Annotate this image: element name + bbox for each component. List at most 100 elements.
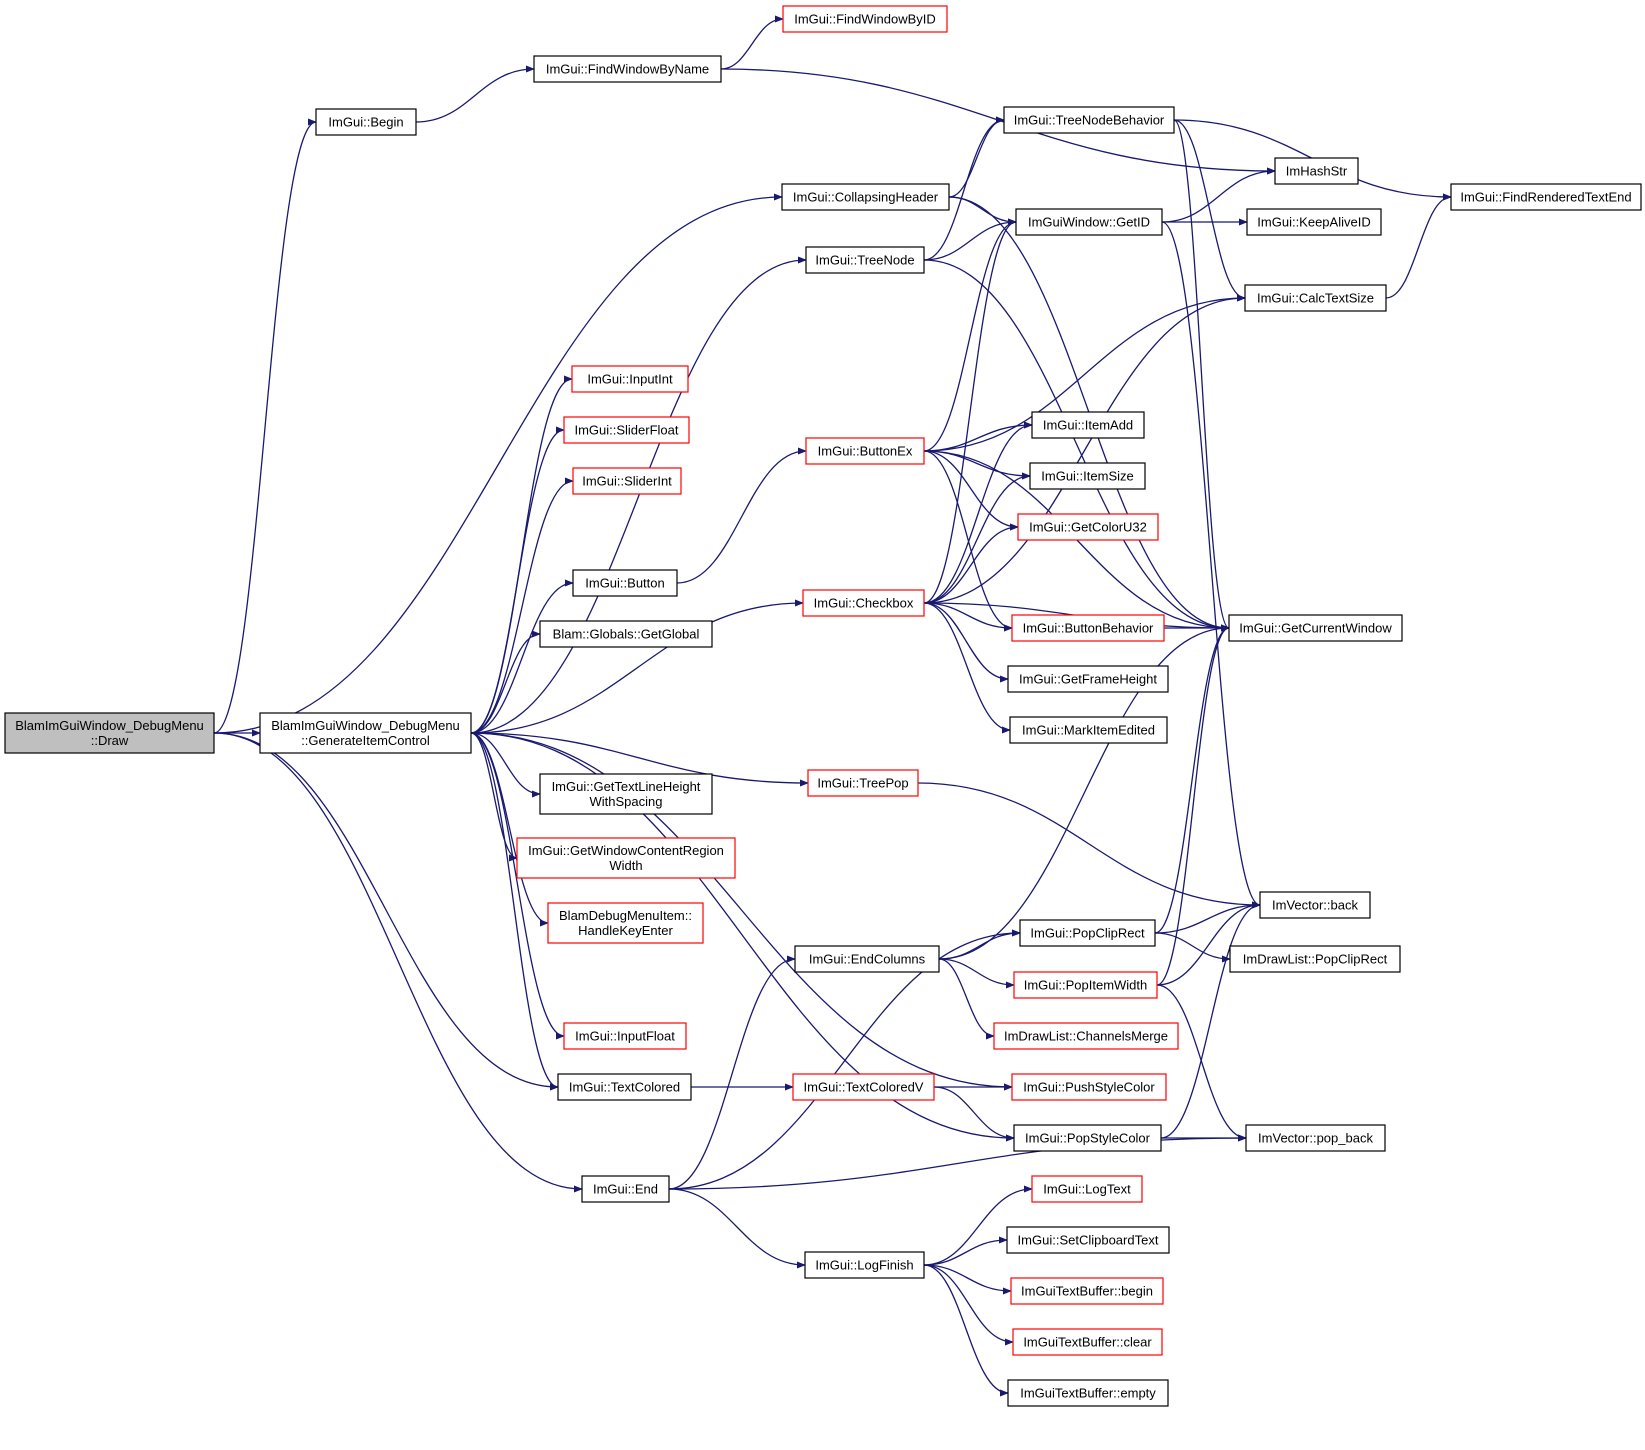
node-findrendered[interactable]: ImGui::FindRenderedTextEnd	[1450, 183, 1642, 211]
node-markedited[interactable]: ImGui::MarkItemEdited	[1009, 716, 1168, 744]
node-textcolored[interactable]: ImGui::TextColored	[557, 1073, 692, 1101]
edge-line	[923, 602, 1013, 632]
node-label: Width	[609, 858, 642, 873]
node-box	[792, 1073, 935, 1101]
node-tbempty[interactable]: ImGuiTextBuffer::empty	[1007, 1379, 1169, 1407]
edge-line	[213, 193, 783, 734]
node-buttonex[interactable]: ImGui::ButtonEx	[805, 437, 925, 465]
node-hashstr[interactable]: ImHashStr	[1274, 157, 1359, 185]
node-pushstyle[interactable]: ImGui::PushStyleColor	[1011, 1073, 1167, 1101]
node-endcolumns[interactable]: ImGui::EndColumns	[794, 945, 940, 973]
node-draw[interactable]: BlamImGuiWindow_DebugMenu::Draw	[4, 712, 215, 754]
edge-line	[1156, 624, 1230, 986]
node-treenodebeh[interactable]: ImGui::TreeNodeBehavior	[1003, 106, 1175, 134]
node-sliderfloat[interactable]: ImGui::SliderFloat	[563, 416, 690, 444]
edge-line	[1173, 119, 1230, 632]
node-tbclear[interactable]: ImGuiTextBuffer::clear	[1012, 1328, 1163, 1356]
node-handlekey[interactable]: BlamDebugMenuItem::HandleKeyEnter	[547, 902, 704, 944]
edge-line	[923, 1236, 1008, 1266]
node-findbyid[interactable]: ImGui::FindWindowByID	[782, 5, 948, 33]
edge-popitemwidth-to-popback	[1156, 984, 1247, 1142]
node-textcoloredv[interactable]: ImGui::TextColoredV	[792, 1073, 935, 1101]
edge-popitemwidth-to-getcurwin	[1156, 624, 1230, 986]
node-popcliprect[interactable]: ImGui::PopClipRect	[1019, 919, 1156, 947]
edge-checkbox-to-itemsize	[923, 472, 1031, 604]
node-collapsing[interactable]: ImGui::CollapsingHeader	[781, 183, 950, 211]
node-end[interactable]: ImGui::End	[581, 1175, 670, 1203]
node-getid[interactable]: ImGuiWindow::GetID	[1015, 208, 1163, 236]
node-treenode[interactable]: ImGui::TreeNode	[805, 246, 925, 274]
node-inputint[interactable]: ImGui::InputInt	[571, 365, 689, 393]
node-box	[1013, 971, 1158, 999]
node-label: ImGui::PushStyleColor	[1023, 1080, 1155, 1095]
edge-gen-to-checkbox	[470, 599, 804, 734]
node-label: ImGui::Begin	[328, 115, 403, 130]
node-label: ImGui::ItemAdd	[1043, 418, 1133, 433]
node-itemsize[interactable]: ImGui::ItemSize	[1029, 462, 1146, 490]
node-gen[interactable]: BlamImGuiWindow_DebugMenu::GenerateItemC…	[259, 712, 472, 754]
node-checkbox[interactable]: ImGui::Checkbox	[802, 589, 925, 617]
node-inputfloat[interactable]: ImGui::InputFloat	[563, 1022, 687, 1050]
edge-end-to-endcolumns	[668, 955, 796, 1190]
edge-line	[668, 929, 1021, 1190]
node-dlpopclip[interactable]: ImDrawList::PopClipRect	[1229, 945, 1401, 973]
node-label: ImGui::End	[593, 1182, 658, 1197]
node-vecback[interactable]: ImVector::back	[1259, 891, 1371, 919]
node-buttonbeh[interactable]: ImGui::ButtonBehavior	[1011, 614, 1165, 642]
node-calctext[interactable]: ImGui::CalcTextSize	[1244, 284, 1387, 312]
edge-line	[938, 958, 1015, 989]
node-itemadd[interactable]: ImGui::ItemAdd	[1031, 411, 1145, 439]
node-label: ImGui::CalcTextSize	[1257, 291, 1374, 306]
edge-treepop-to-vecback	[917, 782, 1261, 909]
node-box	[1019, 919, 1156, 947]
node-popstyle[interactable]: ImGui::PopStyleColor	[1013, 1124, 1162, 1152]
node-treepop[interactable]: ImGui::TreePop	[807, 769, 919, 797]
node-label: ImGui::ButtonEx	[818, 444, 913, 459]
node-label: ImVector::pop_back	[1258, 1131, 1373, 1146]
node-box	[1229, 945, 1401, 973]
node-popitemwidth[interactable]: ImGui::PopItemWidth	[1013, 971, 1158, 999]
node-logtext[interactable]: ImGui::LogText	[1031, 1175, 1143, 1203]
edge-line	[923, 218, 1017, 452]
edge-line	[1161, 167, 1276, 223]
edge-begin-to-findbyname	[415, 65, 535, 123]
node-label: ImGui::LogText	[1043, 1182, 1131, 1197]
edge-button-to-buttonex	[676, 447, 807, 584]
edge-endcolumns-to-popcliprect	[938, 929, 1021, 960]
node-logfinish[interactable]: ImGui::LogFinish	[804, 1251, 925, 1279]
edge-gen-to-handlekey	[470, 732, 549, 927]
node-channelsmerge[interactable]: ImDrawList::ChannelsMerge	[993, 1022, 1179, 1050]
node-label: Blam::Globals::GetGlobal	[553, 627, 700, 642]
node-box	[782, 5, 948, 33]
edge-popstyle-to-vecback	[1160, 901, 1261, 1139]
node-box	[557, 1073, 692, 1101]
edge-line	[470, 732, 518, 862]
edge-end-to-popcliprect	[668, 929, 1021, 1190]
node-getcoloru32[interactable]: ImGui::GetColorU32	[1017, 513, 1159, 541]
node-tbbegin[interactable]: ImGuiTextBuffer::begin	[1010, 1277, 1164, 1305]
edge-checkbox-to-getframeh	[923, 602, 1009, 683]
node-getcurwin[interactable]: ImGui::GetCurrentWindow	[1228, 614, 1403, 642]
node-getglobal[interactable]: Blam::Globals::GetGlobal	[539, 620, 713, 648]
node-label: ImGui::GetColorU32	[1029, 520, 1147, 535]
node-label: ImGuiTextBuffer::begin	[1021, 1284, 1153, 1299]
node-popback[interactable]: ImVector::pop_back	[1245, 1124, 1386, 1152]
edge-popitemwidth-to-vecback	[1156, 901, 1261, 986]
node-findbyname[interactable]: ImGui::FindWindowByName	[533, 55, 722, 83]
node-getframeh[interactable]: ImGui::GetFrameHeight	[1007, 665, 1169, 693]
edge-line	[948, 116, 1005, 198]
edge-gen-to-getglobal	[470, 630, 541, 734]
edge-line	[1156, 984, 1247, 1142]
node-setclip[interactable]: ImGui::SetClipboardText	[1006, 1226, 1170, 1254]
node-sliderint[interactable]: ImGui::SliderInt	[572, 467, 682, 495]
node-keepalive[interactable]: ImGui::KeepAliveID	[1246, 208, 1382, 236]
edge-logfinish-to-setclip	[923, 1236, 1008, 1266]
node-label: ImDrawList::PopClipRect	[1243, 952, 1388, 967]
edge-line	[1173, 119, 1246, 302]
node-begin[interactable]: ImGui::Begin	[315, 108, 417, 136]
node-button[interactable]: ImGui::Button	[572, 569, 678, 597]
edge-line	[1161, 221, 1261, 909]
